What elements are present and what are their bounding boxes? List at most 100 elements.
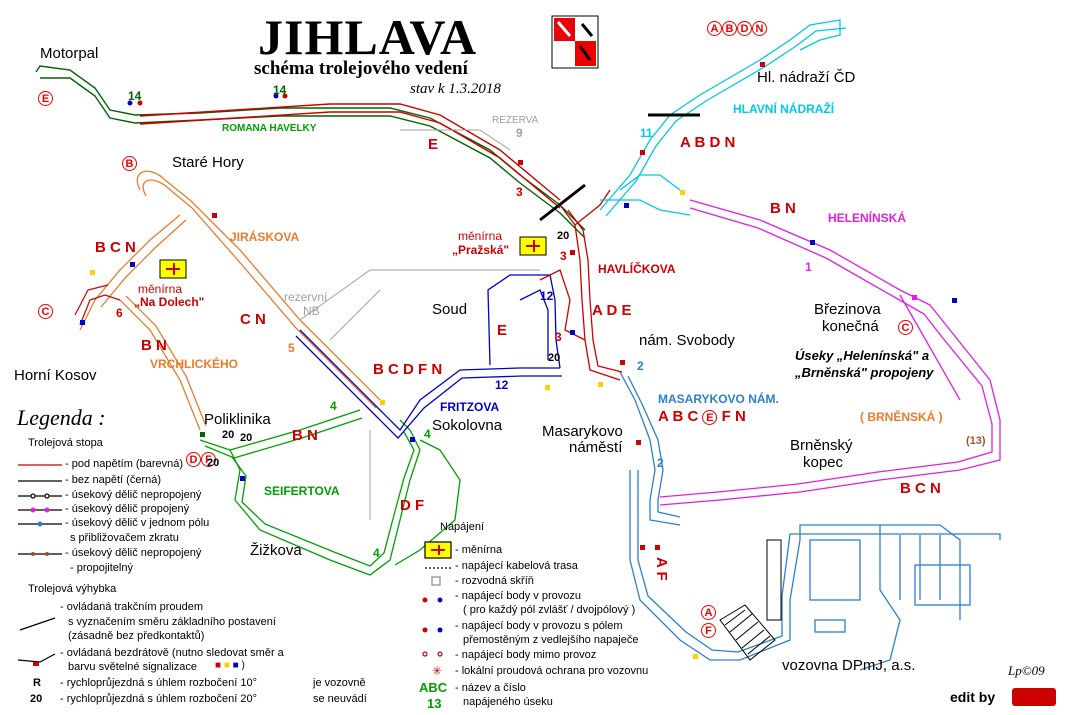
svg-text:✳: ✳ (432, 664, 442, 678)
station-brezinova: Březinova (814, 301, 881, 318)
line-horni-kosov (74, 284, 121, 326)
num-3a: 3 (516, 185, 523, 199)
legend-v4-key: 20 (30, 693, 43, 705)
station-namesti: náměstí (569, 439, 623, 456)
legend-n4b: ( pro každý pól zvlášť / dvojpólový ) (463, 604, 636, 616)
depot-building (719, 539, 782, 661)
legend-v1c: (zásadně bez předkontaktů) (68, 630, 205, 642)
label-bn-poliklinika: B N (292, 427, 318, 444)
legend-l6: - úsekový dělič nepropojený (65, 547, 202, 559)
coat-of-arms (551, 15, 599, 69)
legend-l2: - bez napětí (černá) (65, 474, 161, 486)
section-rezervni-nb: NB (303, 304, 320, 318)
bus-logo-icon (1012, 688, 1056, 706)
num-6: 6 (116, 306, 123, 320)
legend-v1: - ovládaná trakčním proudem (60, 601, 204, 613)
section-seifertova: SEIFERTOVA (264, 484, 340, 498)
num-20a: 20 (557, 230, 570, 242)
num-12b: 12 (495, 378, 509, 392)
num-20b: 20 (548, 352, 561, 364)
legend-n3: - rozvodná skříň (455, 575, 534, 587)
label-c-brezinova: C (898, 319, 913, 335)
menirna-prazska-label: měnírna (458, 229, 503, 243)
map-title: JIHLAVA (258, 9, 478, 65)
legend-stopa: Trolejová stopa (28, 437, 103, 449)
credit-lp: Lp©09 (1008, 663, 1045, 678)
label-abcefn-e: E (702, 410, 718, 425)
legend-title: Legenda : (17, 405, 106, 430)
label-df: D F (400, 497, 425, 514)
section-havlickova: HAVLÍČKOVA (598, 262, 676, 276)
legend-napajeni: Napájení (440, 521, 485, 533)
num-4b: 4 (424, 427, 431, 441)
station-stare-hory: Staré Hory (172, 154, 244, 171)
num-20c: 20 (222, 429, 235, 441)
line-jiraskova (79, 170, 381, 431)
section-jiraskova: JIRÁSKOVA (230, 230, 300, 244)
num-9: 9 (516, 126, 523, 140)
label-abcefn: A B C E F N (658, 409, 746, 425)
station-brezinova-end: konečná (822, 318, 879, 335)
station-zizkova: Žižkova (250, 542, 302, 559)
label-bcn: B C N (95, 239, 136, 256)
label-ade: A D E (592, 302, 632, 319)
station-kopec: kopec (803, 454, 844, 471)
legend-n5: - napájecí body v provozu s pólem (455, 620, 623, 632)
legend-v34: je vozovně (313, 677, 366, 689)
section-masarykovo: MASARYKOVO NÁM. (658, 392, 779, 406)
label-bcn-brnensky: B C N (900, 480, 941, 497)
feeder-points (80, 62, 957, 659)
label-bcdfn: B C D F N (373, 361, 443, 378)
legend-n8: - název a číslo (455, 682, 526, 694)
label-c-circle: C (38, 303, 53, 319)
num-14a: 14 (128, 89, 142, 103)
num-20e: 20 (207, 457, 220, 469)
menirna-nadolech-label: měnírna (138, 282, 183, 296)
station-vozovna: vozovna DPmJ, a.s. (782, 657, 916, 674)
legend-n7: - lokální proudová ochrana pro vozovnu (455, 665, 649, 677)
line-romana-havelky (35, 65, 586, 239)
label-a-vozovna: A (701, 604, 716, 620)
line-seifertova (199, 409, 461, 576)
menirna-prazska-name: „Pražská" (452, 243, 510, 257)
label-bn-vrchlickeho: B N (141, 337, 167, 354)
label-bn-heleninska: B N (770, 200, 796, 217)
station-masarykovo: Masarykovo (542, 423, 623, 440)
station-horni-kosov: Horní Kosov (14, 367, 97, 384)
station-poliklinika: Poliklinika (204, 411, 271, 428)
line-rezerva (299, 129, 540, 520)
legend-v2b: barvu světelné signalizace (68, 661, 198, 673)
legend-l4: - úsekový dělič propojený (65, 503, 190, 515)
section-heleninska: HELENÍNSKÁ (828, 211, 907, 225)
label-abcefn-a: A B C (658, 408, 699, 425)
note-line1: Úseky „Helenínská" a (795, 348, 930, 363)
label-abdn: A B D N (680, 134, 736, 151)
legend-v2: - ovládaná bezdrátově (nutno sledovat sm… (60, 647, 284, 659)
section-brnenska: ( BRNĚNSKÁ ) (860, 410, 943, 424)
label-13: (13) (966, 435, 986, 447)
legend-n8-key2: 13 (427, 696, 442, 711)
station-nam-svobody: nám. Svobody (639, 332, 735, 349)
legend-n8b: napájeného úseku (463, 696, 553, 708)
legend-l5: - úsekový dělič v jednom pólu (65, 517, 210, 529)
section-vrchlickeho: VRCHLICKÉHO (150, 357, 239, 371)
legend-l1: - pod napětím (barevná) (65, 458, 184, 470)
num-14b: 14 (273, 83, 287, 97)
credit-edit: edit by (950, 689, 996, 705)
label-e-motorpal: E (38, 90, 53, 106)
num-2a: 2 (637, 359, 644, 373)
num-3b: 3 (560, 249, 567, 263)
section-hlavni-nadrazi: HLAVNÍ NÁDRAŽÍ (733, 102, 835, 116)
legend-v4: - rychloprůjezdná s úhlem rozbočení 20° (60, 693, 258, 705)
label-abcefn-b: F N (721, 408, 746, 425)
legend-l6b: - propojitelný (70, 562, 133, 574)
legend-signal-colors: ■ ■ ■ ) (215, 660, 245, 671)
num-4c: 4 (373, 546, 380, 560)
legend-n4: - napájecí body v provozu (455, 590, 581, 602)
legend-v3-key: R (33, 677, 41, 689)
num-11: 11 (640, 126, 653, 140)
station-brnensky: Brněnský (790, 437, 853, 454)
